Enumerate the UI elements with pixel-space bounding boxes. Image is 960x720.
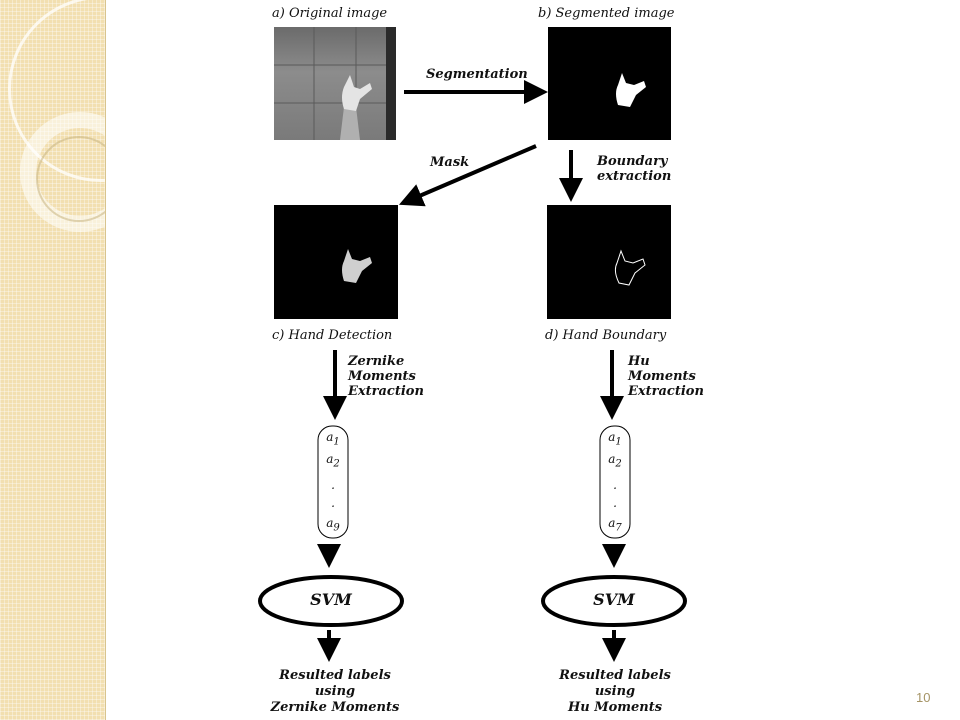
label-hu-extraction: Extraction: [628, 384, 704, 399]
label-segmented-image: b) Segmented image: [538, 6, 675, 21]
left-vector-dot: .: [331, 496, 335, 510]
right-svm-ellipse: [541, 575, 687, 627]
label-zernike-extraction: Extraction: [348, 384, 424, 399]
label-hu: Hu: [628, 354, 650, 369]
right-vector-dot: .: [613, 496, 617, 510]
label-mask: Mask: [430, 155, 470, 170]
decorative-side-band: [0, 0, 106, 720]
left-svm-label: SVM: [310, 590, 352, 609]
slide-page-number: 10: [916, 690, 931, 705]
label-extraction: extraction: [597, 169, 672, 184]
left-feature-vector-bracket: [317, 425, 349, 539]
band-edge: [105, 0, 106, 720]
right-vector-entry-1: a1: [608, 430, 622, 448]
left-vector-entry-9: a9: [326, 516, 340, 534]
label-hand-detection: c) Hand Detection: [272, 328, 393, 343]
label-hand-boundary: d) Hand Boundary: [545, 328, 667, 343]
label-original-image: a) Original image: [272, 6, 388, 21]
hand-outline-drawing: [614, 249, 646, 286]
arrow-mask: [398, 144, 537, 207]
right-vector-entry-2: a2: [608, 452, 622, 470]
segmented-image: [548, 27, 671, 140]
decorative-ring: [36, 136, 106, 222]
left-vector-entry-1: a1: [326, 430, 340, 448]
original-image: [274, 27, 396, 140]
left-result-line-1: Resulted labels: [279, 668, 391, 683]
original-photo-drawing: [274, 27, 396, 140]
label-boundary: Boundary: [597, 154, 668, 169]
right-result-line-2: using: [594, 684, 636, 699]
right-result-line-1: Resulted labels: [559, 668, 671, 683]
right-svm-label: SVM: [593, 590, 635, 609]
left-vector-entry-2: a2: [326, 452, 340, 470]
hand-boundary-image: [547, 205, 671, 319]
label-zernike-moments: Moments: [348, 369, 416, 384]
label-hu-moments: Moments: [628, 369, 696, 384]
right-vector-dot: .: [613, 478, 617, 492]
label-segmentation: Segmentation: [426, 67, 528, 82]
left-result-line-3: Zernike Moments: [270, 700, 400, 715]
segmented-hand-silhouette: [616, 73, 646, 107]
label-zernike: Zernike: [348, 354, 405, 369]
hand-detection-image: [274, 205, 398, 319]
right-vector-entry-7: a7: [608, 516, 622, 534]
left-result-line-2: using: [314, 684, 356, 699]
right-result-line-3: Hu Moments: [567, 700, 663, 715]
right-feature-vector-bracket: [599, 425, 631, 539]
masked-hand-drawing: [342, 249, 372, 283]
left-svm-ellipse: [258, 575, 404, 627]
left-vector-dot: .: [331, 478, 335, 492]
